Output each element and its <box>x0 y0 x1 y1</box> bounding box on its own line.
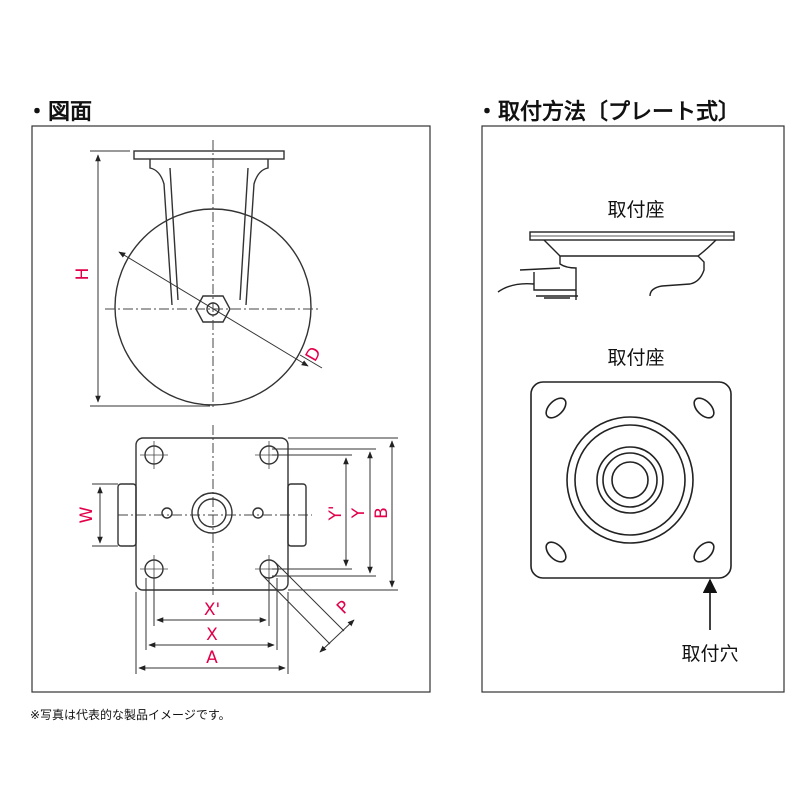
mounting-seat-caption-mid: 取付座 <box>607 347 664 369</box>
dimension-X-prime <box>153 578 270 626</box>
dimension-P <box>262 562 355 653</box>
label-Y-prime: Y' <box>326 505 346 521</box>
mounting-plate-top-view <box>530 381 732 579</box>
caster-plate-view <box>117 437 307 591</box>
dimension-W <box>92 483 118 547</box>
label-X-prime: X' <box>204 600 220 620</box>
label-W: W <box>77 506 97 523</box>
drawing-frame <box>31 125 431 693</box>
footnote: ※写真は代表的な製品イメージです。 <box>30 708 231 722</box>
dimension-Y-prime <box>272 454 352 570</box>
plate-bolt-holes <box>144 445 279 579</box>
label-X: X <box>206 625 218 645</box>
dimension-H <box>90 150 210 407</box>
label-A: A <box>206 648 218 668</box>
dimension-A <box>135 592 289 674</box>
label-B: B <box>372 507 392 519</box>
plate-side-view <box>497 231 735 300</box>
label-D: D <box>302 344 326 365</box>
label-Y: Y <box>349 507 369 519</box>
mounting-slot-holes <box>545 397 715 563</box>
mounting-method-heading: ・取付方法〔プレート式〕 <box>476 100 741 125</box>
mounting-seat-caption-top: 取付座 <box>607 199 664 221</box>
dimension-D <box>118 251 323 369</box>
drawing-heading: ・図面 <box>26 100 93 125</box>
label-H: H <box>73 268 93 281</box>
label-P: P <box>333 597 354 618</box>
mounting-hole-caption: 取付穴 <box>681 643 738 665</box>
mounting-frame <box>481 125 785 693</box>
dimension-B <box>288 437 398 591</box>
